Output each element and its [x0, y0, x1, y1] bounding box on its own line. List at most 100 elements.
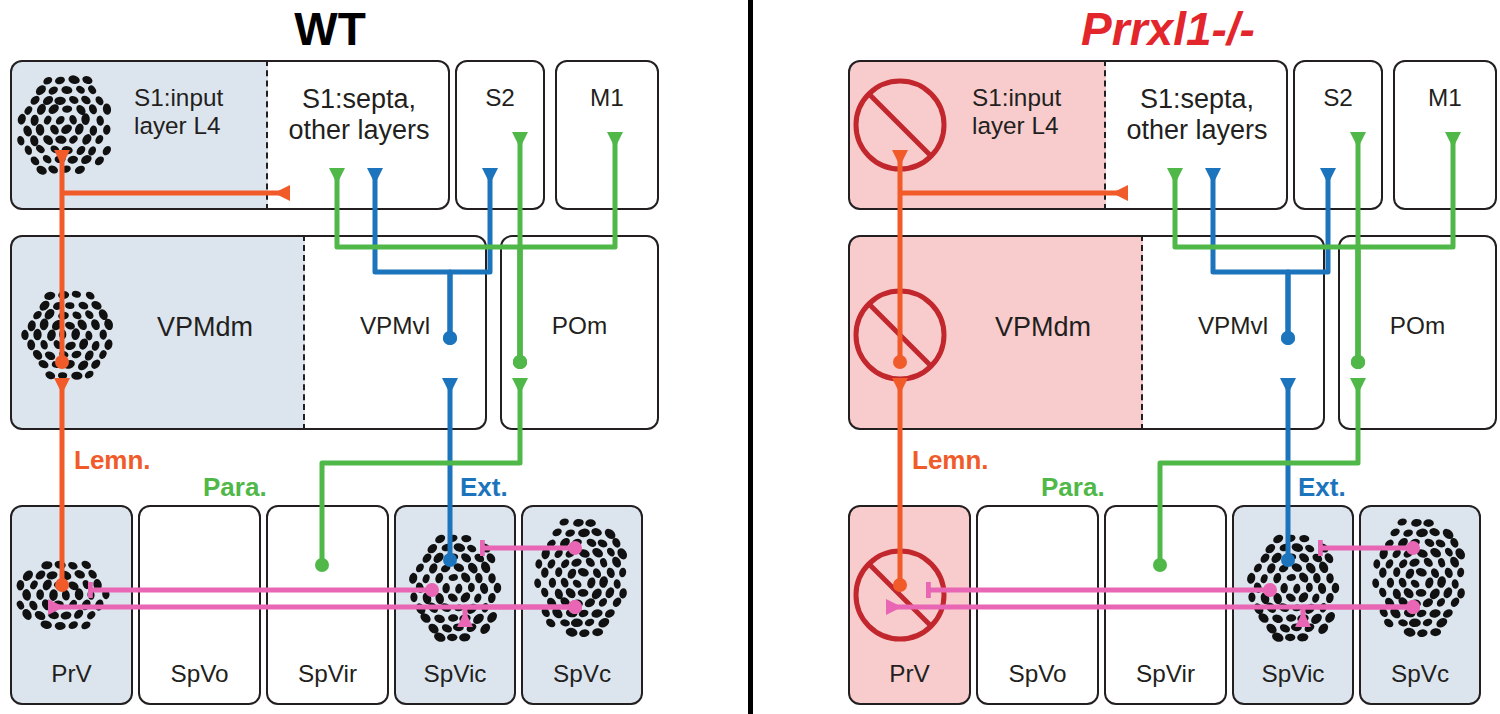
barrel: [64, 340, 77, 351]
barrel: [434, 533, 447, 545]
pathway-connector: [900, 191, 1128, 196]
pathway-connector: [450, 168, 490, 338]
brainstem-nucleus: SpVir: [266, 505, 389, 705]
barrel: [1306, 583, 1313, 593]
barrel: [67, 598, 78, 610]
barrel: [618, 588, 627, 600]
barrel: [1253, 582, 1263, 594]
barrel: [15, 599, 25, 610]
barrel: [54, 581, 64, 589]
barrel: [1436, 575, 1447, 588]
pathway-name: Lemn.: [912, 445, 989, 475]
barrel: [54, 155, 66, 164]
pathway-connector: [480, 546, 575, 551]
pathway-connector: [322, 378, 520, 565]
barrel: [605, 567, 616, 580]
barrel: [478, 622, 492, 636]
barrel: [1248, 592, 1255, 602]
barrel: [58, 291, 70, 300]
barrel: [102, 589, 110, 600]
barrel: [87, 590, 95, 600]
barrel: [61, 145, 73, 154]
barrel: [39, 339, 49, 351]
pathway-connector: [886, 605, 1413, 610]
barrel: [71, 350, 83, 360]
barrel: [459, 633, 471, 643]
barrel: [1416, 589, 1427, 597]
barrel: [41, 133, 55, 147]
barrel: [1303, 622, 1316, 634]
pathway-connector: [465, 607, 575, 627]
barrel: [1428, 527, 1441, 538]
barrel: [577, 566, 591, 578]
node-label: POm: [502, 312, 657, 340]
barrel: [49, 589, 59, 602]
node-label: M1: [1395, 84, 1495, 112]
node-label: VPMdm: [157, 312, 297, 343]
thalamus-box: POm: [500, 235, 659, 430]
pathway-connector: [520, 132, 615, 362]
barrel: [1402, 528, 1413, 537]
barrel: [20, 607, 33, 621]
barrel: [1409, 578, 1421, 590]
barrel: [1384, 538, 1395, 549]
barrel: [16, 135, 25, 146]
node-label: S2: [457, 84, 543, 112]
barrel: [1441, 608, 1454, 620]
barrel: [1278, 563, 1290, 574]
barrel: [448, 553, 459, 561]
barrel: [43, 350, 56, 362]
barrel: [1293, 583, 1302, 594]
barrel: [1442, 586, 1454, 600]
barrel: [36, 589, 44, 600]
barrel: [1252, 562, 1263, 574]
pathway-connector: [518, 132, 523, 362]
barrel: [465, 622, 478, 634]
barrel: [535, 559, 543, 569]
pathway-connector: [1286, 378, 1291, 560]
barrel: [58, 311, 70, 320]
label-holder: Lemn.: [74, 445, 151, 476]
barrel: [1277, 601, 1291, 613]
barrel: [571, 618, 583, 627]
barrel: [1443, 567, 1454, 580]
barrel: [475, 573, 484, 584]
barrel: [481, 602, 490, 613]
barrel: [446, 592, 459, 604]
barrel: [572, 599, 584, 608]
barrel: [564, 528, 575, 537]
barrel: [1429, 567, 1440, 579]
node-label: SpVir: [268, 660, 387, 688]
prohibition-signs: [856, 81, 944, 639]
barrel: [77, 337, 89, 351]
barrel: [488, 573, 496, 584]
barrel: [93, 155, 106, 167]
barrel: [566, 567, 578, 580]
barrel: [570, 537, 583, 548]
barrel: [573, 518, 585, 527]
barrel: [1265, 562, 1277, 575]
prohibition-circle: [856, 81, 944, 169]
node-label: SpVo: [140, 660, 259, 688]
barrel: [487, 592, 497, 604]
barrel: [60, 611, 72, 621]
barrel: [1290, 562, 1303, 574]
barrel: [52, 300, 64, 311]
node-label: PrV: [850, 660, 969, 688]
barrel: [570, 557, 583, 568]
node-label: S1:septa, other layers: [1110, 84, 1284, 146]
barrel: [466, 543, 478, 553]
barrel: [1246, 572, 1256, 585]
barrel: [447, 634, 457, 642]
barrel: [89, 358, 102, 371]
barrel: [1304, 543, 1316, 553]
barrel: [611, 537, 622, 550]
barrel: [16, 580, 24, 591]
barrel: [549, 578, 556, 588]
barrel: [1279, 543, 1291, 553]
barrel: [1434, 538, 1446, 549]
barrel: [448, 614, 458, 622]
barrel: [1416, 608, 1428, 618]
barrel: [555, 567, 563, 578]
barrel: [1384, 558, 1395, 570]
